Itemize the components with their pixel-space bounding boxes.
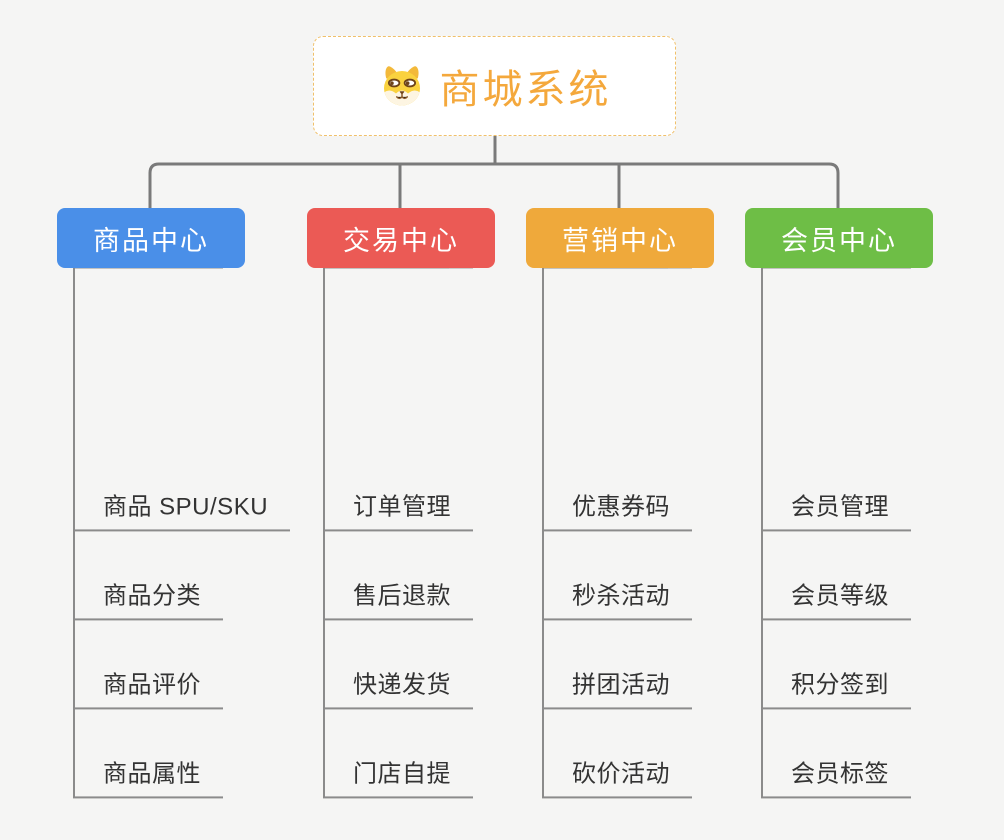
branch-topic[interactable]: 会员中心 [745,208,933,268]
branch-column-marketing: 营销中心 优惠券码 秒杀活动 拼团活动 砍价活动 限时折扣 满减送 [526,208,776,828]
subtopic-item[interactable]: 商品评价 [73,665,223,709]
subtopic-item[interactable]: 优惠券码 [542,487,692,531]
branch-vertical-line [323,268,325,798]
subtopic-item[interactable]: 快递发货 [323,665,473,709]
subtopic-item[interactable]: 订单管理 [323,487,473,531]
branch-column-product: 商品中心 商品 SPU/SKU 商品分类 商品评价 商品属性 商品推荐 商品品牌 [57,208,307,828]
subtopic-item[interactable]: 拼团活动 [542,665,692,709]
subtopic-item[interactable]: 会员等级 [761,576,911,620]
branch-bus-line [148,162,840,208]
branch-vertical-line [73,268,75,798]
subtopic-item[interactable]: 售后退款 [323,576,473,620]
subtopic-item[interactable]: 秒杀活动 [542,576,692,620]
branch-topic[interactable]: 交易中心 [307,208,495,268]
subtopic-item[interactable]: 商品属性 [73,754,223,798]
subtopic-item[interactable]: 门店自提 [323,754,473,798]
branch-topic[interactable]: 营销中心 [526,208,714,268]
root-topic-label: 商城系统 [439,68,612,112]
subtopic-item[interactable]: 会员标签 [761,754,911,798]
subtopic-item[interactable]: 积分签到 [761,665,911,709]
root-topic-node[interactable]: 商城系统 [313,36,676,136]
dog-face-icon [383,66,420,106]
branch-topic[interactable]: 商品中心 [57,208,245,268]
subtopic-item[interactable]: 商品分类 [73,576,223,620]
subtopic-item[interactable]: 会员管理 [761,487,911,531]
branch-column-trade: 交易中心 订单管理 售后退款 快递发货 门店自提 购物车 销售分佣 [307,208,557,828]
branch-vertical-line [761,268,763,798]
subtopic-item[interactable]: 砍价活动 [542,754,692,798]
subtopic-item[interactable]: 商品 SPU/SKU [73,487,291,531]
branch-column-member: 会员中心 会员管理 会员等级 积分签到 会员标签 会员分组 收货地址 [745,208,995,828]
branch-vertical-line [542,268,544,798]
